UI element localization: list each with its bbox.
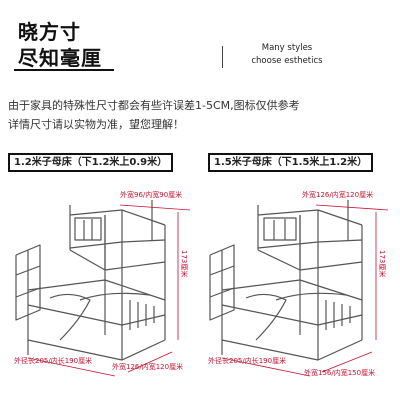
product-label-2: 1.5米子母床（下1.5米上1.2米）: [208, 153, 374, 172]
bunk-bed-drawing-1: [15, 200, 166, 361]
tagline: Many styles choose esthetics: [232, 42, 342, 68]
notice-line2: 详情尺寸请以实物为准，望您理解！: [8, 118, 184, 131]
notice-line1: 由于家具的特殊性尺寸都会有些许误差1-5CM,图标仅供参考: [8, 99, 300, 112]
notice: 由于家具的特殊性尺寸都会有些许误差1-5CM,图标仅供参考 详情尺寸请以实物为准…: [8, 96, 398, 134]
dim-length-2: 外径长205/内长190厘米: [208, 357, 287, 365]
dim-bottom-width-1: 外宽126/内宽120厘米: [112, 363, 184, 371]
header-underline: [14, 69, 114, 71]
tagline-line1: Many styles: [261, 43, 313, 53]
header-title-line2: 尽知毫厘: [18, 46, 102, 70]
header-title-line1: 晓方寸: [18, 20, 81, 44]
product-label-1: 1.2米子母床（下1.2米上0.9米）: [8, 153, 174, 172]
dim-height-2: 173厘米: [378, 250, 386, 278]
dim-length-1: 外径长205/内长190厘米: [14, 357, 93, 365]
dim-top-width-2: 外宽126/内宽120厘米: [302, 191, 374, 199]
dim-top-width-1: 外宽96/内宽90厘米: [120, 191, 183, 199]
tagline-line2: choose esthetics: [251, 56, 323, 66]
dim-height-1: 173厘米: [180, 250, 188, 278]
tagline-divider: [222, 46, 223, 68]
dim-bottom-width-2: 外宽156/内宽150厘米: [304, 369, 376, 377]
bunk-bed-drawing-2: [209, 200, 363, 361]
